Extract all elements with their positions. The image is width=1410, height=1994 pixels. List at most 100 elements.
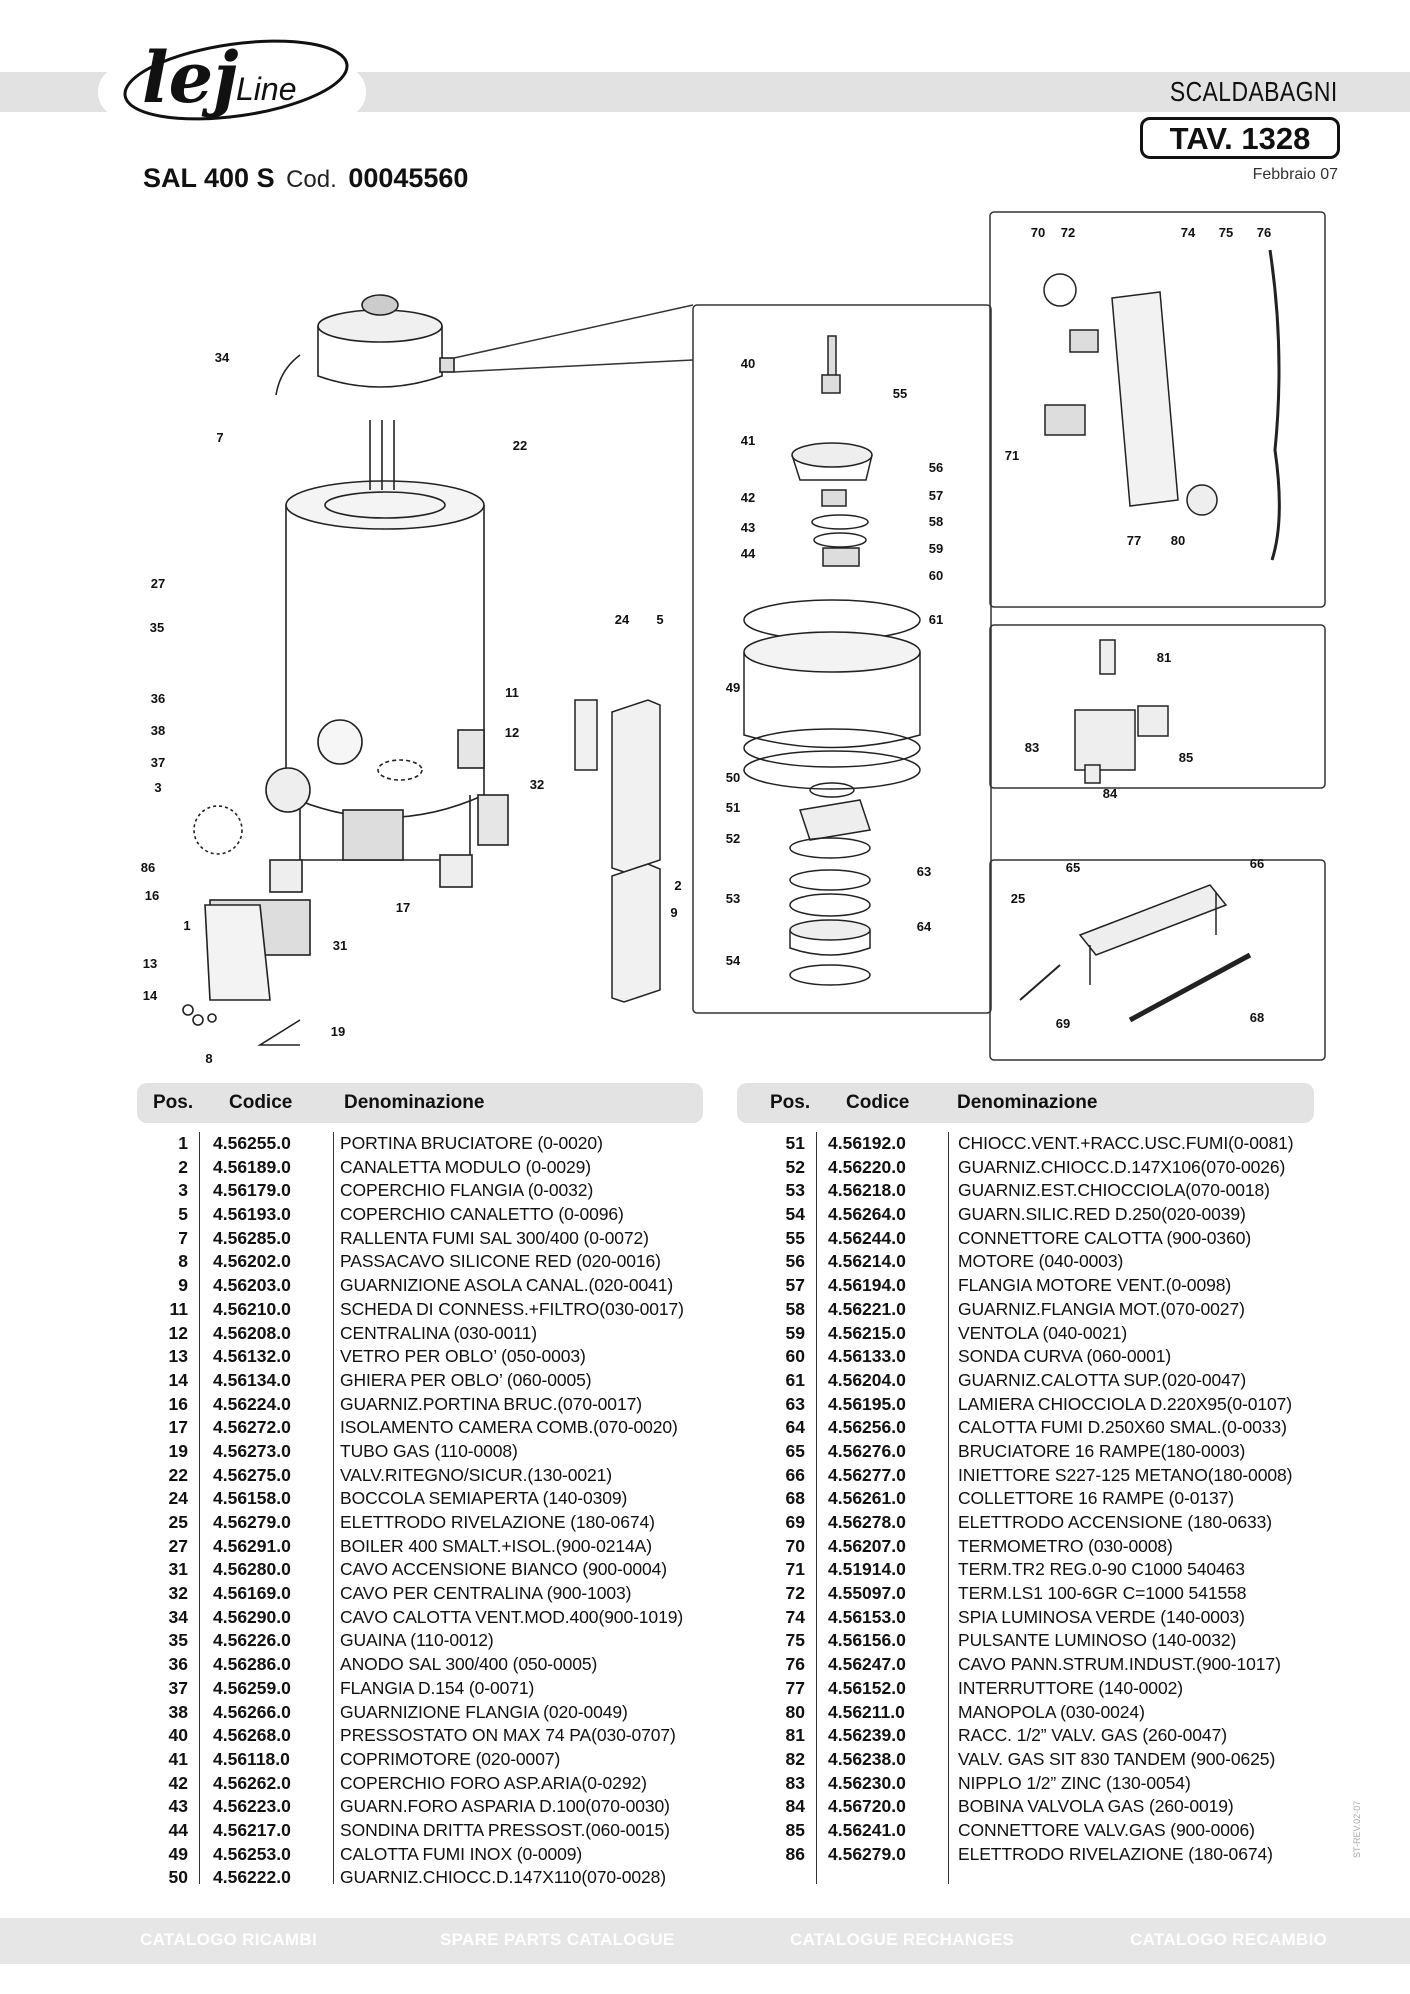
part-name: BOBINA VALVOLA GAS (260-0019) [958, 1796, 1234, 1817]
part-position: 8 [178, 1251, 188, 1272]
part-name: SONDA CURVA (060-0001) [958, 1346, 1172, 1367]
part-position: 11 [169, 1298, 189, 1319]
part-name: GUARNIZ.CHIOCC.D.147X110(070-0028) [340, 1867, 666, 1888]
part-name: GUAINA (110-0012) [340, 1630, 494, 1651]
part-position: 44 [168, 1819, 188, 1840]
part-code: 4.56280.0 [213, 1559, 291, 1580]
callout-label: 43 [741, 520, 755, 535]
part-name: SPIA LUMINOSA VERDE (140-0003) [958, 1606, 1245, 1627]
part-position: 7 [178, 1227, 188, 1248]
part-code: 4.56238.0 [828, 1748, 906, 1769]
part-position: 19 [168, 1440, 188, 1461]
callout-label: 50 [726, 770, 740, 785]
part-name: FLANGIA D.154 (0-0071) [340, 1677, 535, 1698]
part-position: 13 [168, 1346, 188, 1367]
part-position: 68 [785, 1488, 805, 1509]
callout-label: 54 [726, 953, 741, 968]
part-code: 4.56202.0 [213, 1251, 291, 1272]
part-position: 12 [168, 1322, 188, 1343]
callout-label: 80 [1171, 533, 1185, 548]
callout-label: 31 [333, 938, 347, 953]
part-code: 4.56179.0 [213, 1180, 291, 1201]
part-name: COPRIMOTORE (020-0007) [340, 1748, 561, 1769]
callout-label: 25 [1011, 891, 1025, 906]
part-code: 4.56220.0 [828, 1156, 906, 1177]
part-position: 31 [168, 1559, 188, 1580]
part-code: 4.56261.0 [828, 1488, 906, 1509]
part-name: GHIERA PER OBLO’ (060-0005) [340, 1369, 592, 1390]
part-position: 42 [168, 1772, 188, 1793]
callout-label: 16 [145, 888, 159, 903]
part-name: TERM.TR2 REG.0-90 C1000 540463 [958, 1559, 1245, 1580]
side-revision-code: ST-REV.02-07 [1352, 1800, 1362, 1858]
part-name: CAVO PANN.STRUM.INDUST.(900-1017) [958, 1654, 1281, 1675]
callout-label: 86 [141, 860, 155, 875]
part-position: 75 [785, 1630, 805, 1651]
column-divider [948, 1132, 949, 1884]
callout-label: 19 [331, 1024, 345, 1039]
part-code: 4.56215.0 [828, 1322, 906, 1343]
part-name: GUARNIZIONE ASOLA CANAL.(020-0041) [340, 1275, 674, 1296]
part-code: 4.56169.0 [213, 1583, 291, 1604]
callout-label: 44 [741, 546, 756, 561]
part-name: LAMIERA CHIOCCIOLA D.220X95(0-0107) [958, 1393, 1293, 1414]
part-code: 4.56239.0 [828, 1725, 906, 1746]
part-name: GUARNIZIONE FLANGIA (020-0049) [340, 1701, 628, 1722]
channel-drawing [574, 699, 661, 1003]
part-name: ELETTRODO RIVELAZIONE (180-0674) [958, 1843, 1273, 1864]
part-code: 4.56195.0 [828, 1393, 906, 1414]
part-position: 59 [785, 1322, 805, 1343]
burner-ramps-drawing [1019, 884, 1252, 1023]
table-header-left: Pos. Codice Denominazione [137, 1083, 703, 1123]
part-position: 16 [168, 1393, 188, 1414]
part-position: 5 [178, 1204, 188, 1225]
callout-label: 1 [183, 918, 190, 933]
part-code: 4.55097.0 [828, 1583, 906, 1604]
callout-label: 5 [656, 612, 663, 627]
part-position: 51 [785, 1133, 805, 1153]
part-name: CAVO PER CENTRALINA (900-1003) [340, 1583, 632, 1604]
part-position: 49 [168, 1843, 188, 1864]
part-position: 84 [785, 1796, 805, 1817]
part-position: 38 [168, 1701, 188, 1722]
part-position: 36 [168, 1654, 188, 1675]
callout-label: 75 [1219, 225, 1233, 240]
part-name: VALV.RITEGNO/SICUR.(130-0021) [340, 1464, 613, 1485]
part-position: 69 [785, 1512, 805, 1532]
part-name: ANODO SAL 300/400 (050-0005) [340, 1654, 598, 1675]
part-name: TERMOMETRO (030-0008) [958, 1535, 1173, 1556]
part-name: BOCCOLA SEMIAPERTA (140-0309) [340, 1488, 628, 1509]
part-name: TUBO GAS (110-0008) [340, 1440, 518, 1461]
part-code: 4.56275.0 [213, 1464, 291, 1485]
table-number-badge: TAV. 1328 [1140, 117, 1340, 159]
part-code: 4.56217.0 [213, 1819, 291, 1840]
part-position: 40 [168, 1725, 188, 1746]
part-code: 4.56221.0 [828, 1298, 906, 1319]
callout-label: 55 [893, 386, 907, 401]
callout-label: 52 [726, 831, 740, 846]
part-position: 77 [785, 1677, 805, 1698]
part-name: COPERCHIO CANALETTO (0-0096) [340, 1204, 624, 1225]
